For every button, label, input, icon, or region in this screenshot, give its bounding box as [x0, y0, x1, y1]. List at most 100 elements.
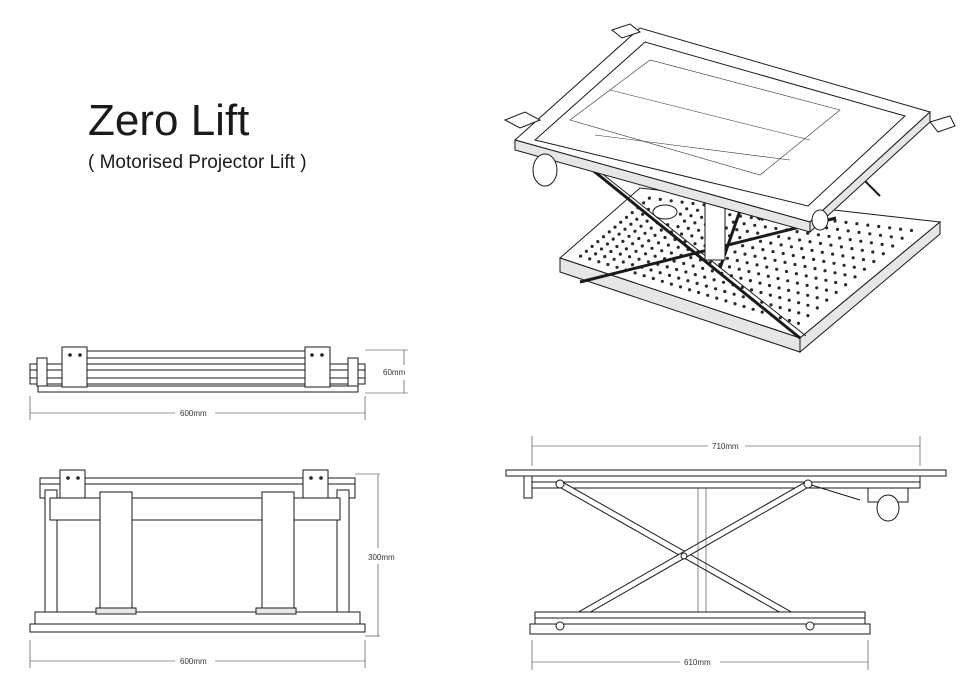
perforation-hole	[838, 236, 842, 240]
perforation-hole	[690, 234, 694, 238]
perforation-hole	[778, 296, 782, 300]
perforation-hole	[629, 222, 633, 226]
perforation-hole	[824, 288, 829, 292]
perforation-hole	[680, 232, 684, 236]
perforation-hole	[624, 247, 629, 251]
perforation-hole	[832, 261, 836, 265]
perforation-hole	[613, 225, 617, 229]
perforation-hole	[771, 250, 775, 254]
perforation-hole	[658, 271, 662, 275]
perforation-hole	[745, 229, 749, 233]
perforation-hole	[747, 269, 751, 274]
perforation-hole	[758, 239, 763, 243]
perforation-hole	[784, 269, 789, 274]
perforation-hole	[619, 220, 623, 224]
perforation-hole	[678, 285, 683, 289]
perforation-hole	[676, 245, 680, 249]
perforation-hole	[630, 263, 635, 267]
perforation-hole	[695, 281, 699, 285]
perforation-hole	[663, 235, 667, 240]
perforation-hole	[786, 279, 790, 283]
perforation-hole	[783, 260, 787, 264]
perforation-hole	[877, 224, 881, 229]
perforation-hole	[758, 281, 762, 285]
perforation-hole	[596, 240, 600, 244]
perforation-hole	[658, 197, 662, 201]
perforation-hole	[798, 238, 802, 242]
perforation-hole	[649, 226, 653, 230]
perforation-hole	[748, 279, 753, 283]
perforation-hole	[669, 199, 673, 203]
perforation-hole	[787, 298, 791, 302]
perforation-hole	[751, 246, 755, 250]
perforation-hole	[659, 228, 663, 232]
perforation-hole	[891, 244, 895, 248]
perforation-hole	[778, 306, 782, 310]
perforation-hole	[704, 284, 709, 288]
perforation-hole	[653, 233, 657, 237]
perforation-hole	[851, 256, 855, 260]
perforation-hole	[750, 288, 754, 292]
perforation-hole	[656, 241, 661, 245]
perforation-hole	[669, 282, 674, 286]
perforation-hole	[631, 242, 635, 246]
dim-60mm: 60mm	[383, 368, 406, 377]
perforation-hole	[835, 227, 840, 231]
perforation-hole	[607, 230, 611, 234]
perforation-hole	[753, 223, 757, 227]
perforation-hole	[823, 269, 827, 273]
perforation-hole	[805, 283, 809, 287]
perforation-hole	[774, 226, 778, 231]
perforation-hole	[676, 225, 680, 229]
perforation-hole	[630, 211, 634, 215]
perforation-hole	[666, 243, 671, 247]
perforation-hole	[639, 224, 643, 228]
perforation-hole	[672, 259, 676, 263]
perforation-hole	[753, 254, 757, 258]
perforation-hole	[680, 200, 684, 204]
perforation-hole	[751, 307, 755, 311]
perforation-hole	[797, 311, 801, 315]
perforation-hole	[812, 257, 816, 261]
perforation-hole	[842, 263, 846, 267]
perforation-hole	[686, 226, 690, 230]
perforation-hole	[710, 269, 714, 273]
perforation-hole	[624, 215, 629, 219]
perforation-hole	[634, 249, 638, 253]
perforation-hole	[868, 232, 872, 236]
perforation-hole	[755, 263, 759, 267]
perforation-hole	[725, 256, 730, 260]
perforation-hole	[721, 280, 726, 284]
perforation-hole	[834, 280, 838, 285]
perforation-hole	[667, 273, 672, 277]
perforation-hole	[715, 296, 719, 300]
perforation-hole	[822, 259, 826, 263]
perforation-hole	[769, 241, 773, 245]
perforation-hole	[787, 236, 791, 240]
perforation-hole	[829, 243, 833, 247]
perforation-hole	[642, 274, 646, 278]
perforation-hole	[779, 243, 783, 247]
perforation-hole	[844, 220, 848, 224]
perforation-hole	[741, 295, 745, 299]
perforation-hole	[738, 236, 742, 240]
perforation-hole	[846, 229, 850, 233]
perforation-hole	[682, 261, 686, 266]
perforation-hole	[889, 235, 893, 239]
perforation-hole	[776, 276, 780, 281]
perforation-hole	[693, 273, 697, 277]
perforation-hole	[706, 293, 710, 297]
dim-300mm: 300mm	[368, 553, 395, 562]
perforation-hole	[862, 267, 867, 271]
perforation-hole	[777, 286, 781, 290]
perforation-hole	[881, 252, 885, 256]
perforation-hole	[869, 241, 874, 245]
perforation-hole	[777, 235, 781, 239]
perforation-hole	[660, 279, 664, 283]
perforation-hole	[794, 272, 799, 276]
perforation-hole	[815, 296, 819, 300]
perforation-hole	[700, 215, 704, 219]
perforation-hole	[618, 252, 622, 256]
perforation-hole	[621, 260, 625, 264]
